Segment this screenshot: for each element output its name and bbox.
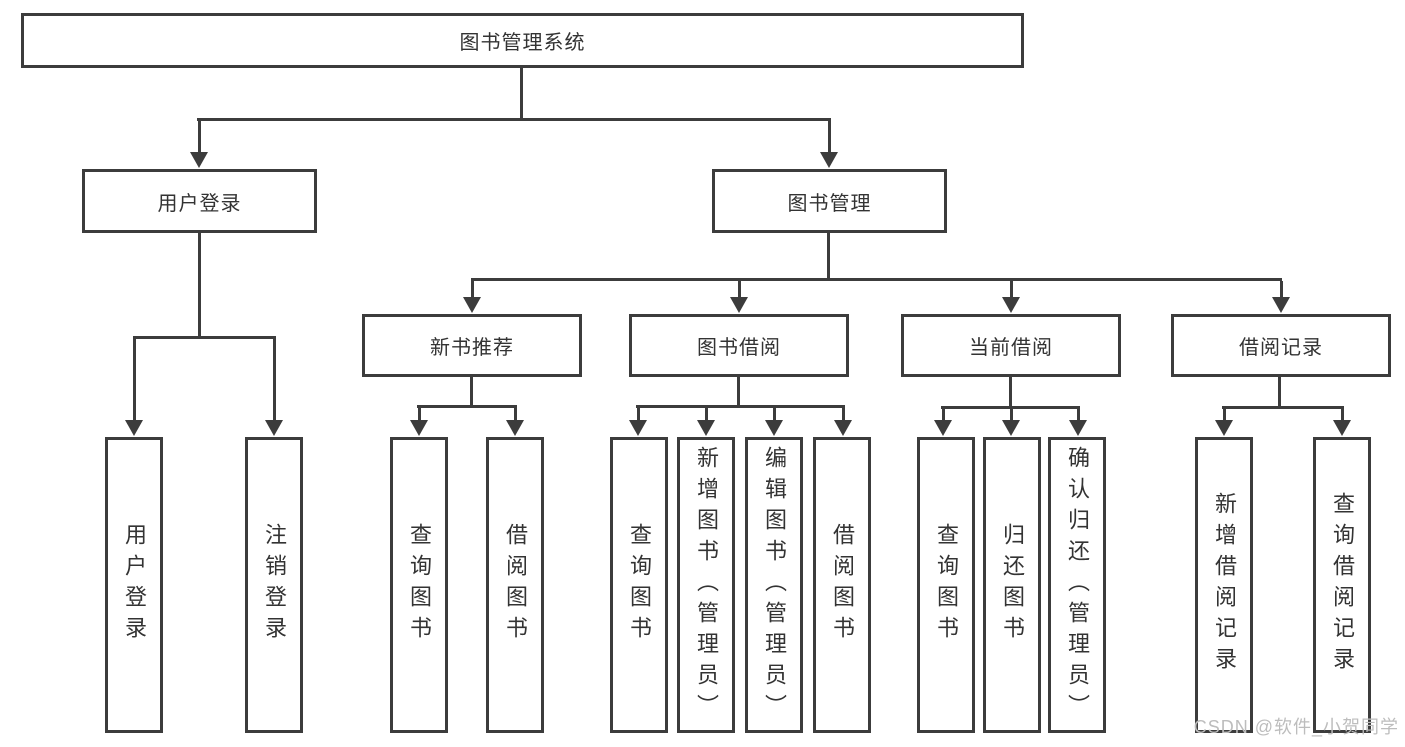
leaf-query-borrow-record: 查询借阅记录 [1313,437,1371,733]
arrow-down-icon [730,281,748,313]
leaf-user-login: 用户登录 [105,437,163,733]
arrow-down-icon [506,408,524,436]
arrow-down-icon [1069,409,1087,436]
leaf-borrow-books-recommend: 借阅图书 [486,437,544,733]
leaf-confirm-return-admin: 确认归还（管理员） [1048,437,1106,733]
edge-line [471,278,1282,281]
leaf-query-books-current: 查询图书 [917,437,975,733]
edge-line [636,405,845,408]
leaf-query-books-borrow: 查询图书 [610,437,668,733]
arrow-down-icon [125,339,143,436]
node-new-book-recommend: 新书推荐 [362,314,582,377]
edge-line [737,377,740,405]
arrow-down-icon [697,408,715,436]
edge-line [1009,377,1012,406]
csdn-watermark: CSDN @软件_小贺同学 [1193,717,1399,737]
edge-line [1222,406,1344,409]
arrow-down-icon [934,409,952,436]
edge-line [417,405,517,408]
edge-line [470,377,473,405]
edge-line [520,68,523,118]
node-book-management: 图书管理 [712,169,947,233]
edge-line [1278,377,1281,406]
arrow-down-icon [820,121,838,168]
arrow-down-icon [1333,409,1351,436]
edge-line [198,233,201,336]
edge-line [197,118,831,121]
arrow-down-icon [1002,409,1020,436]
arrow-down-icon [410,408,428,436]
leaf-borrow-books-borrow: 借阅图书 [813,437,871,733]
leaf-edit-books-admin: 编辑图书（管理员） [745,437,803,733]
node-root-library-system: 图书管理系统 [21,13,1024,68]
node-current-borrow: 当前借阅 [901,314,1121,377]
node-borrow-records: 借阅记录 [1171,314,1391,377]
edge-line [827,233,830,278]
arrow-down-icon [765,408,783,436]
arrow-down-icon [463,281,481,313]
arrow-down-icon [834,408,852,436]
arrow-down-icon [1215,409,1233,436]
arrow-down-icon [265,339,283,436]
arrow-down-icon [629,408,647,436]
edge-line [941,406,1080,409]
leaf-logout: 注销登录 [245,437,303,733]
leaf-query-books-recommend: 查询图书 [390,437,448,733]
edge-line [133,336,276,339]
leaf-add-borrow-record: 新增借阅记录 [1195,437,1253,733]
arrow-down-icon [190,121,208,168]
leaf-return-books: 归还图书 [983,437,1041,733]
node-user-login: 用户登录 [82,169,317,233]
node-book-borrow: 图书借阅 [629,314,849,377]
arrow-down-icon [1002,281,1020,313]
leaf-add-books-admin: 新增图书（管理员） [677,437,735,733]
arrow-down-icon [1272,281,1290,313]
